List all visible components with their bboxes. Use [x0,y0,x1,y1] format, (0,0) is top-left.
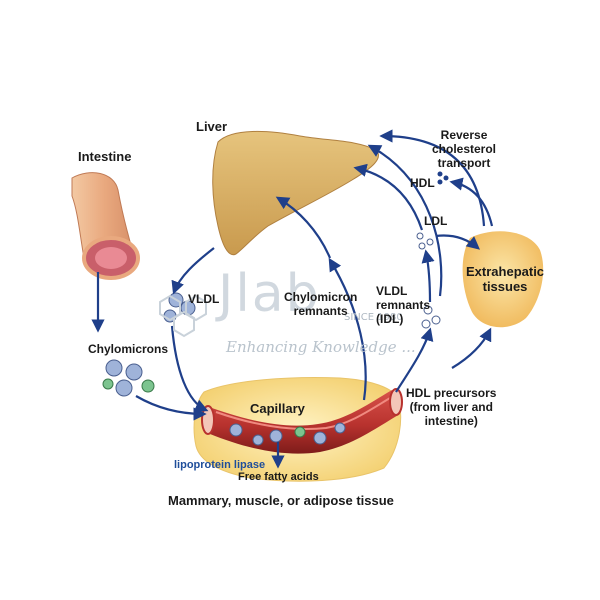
ldl-particles [416,232,434,250]
extrahepatic-tissues-label: Extrahepatic tissues [466,264,544,294]
extrahepatic-line2: tissues [482,279,528,294]
vldl-label: VLDL [188,292,220,306]
intestine-label: Intestine [78,149,132,164]
watermark-tagline: Enhancing Knowledge ... [226,338,416,356]
extrahepatic-line1: Extrahepatic [466,264,545,279]
watermark-hexagon-logo [159,294,207,338]
watermark-brand: Jlab [218,264,321,324]
reverse-line3: transport [437,156,491,170]
reverse-line2: cholesterol [432,142,497,156]
extrahepatic-tissue-blob [462,231,544,328]
hdl-precursors-line2: (from liver and [409,400,493,414]
arrow-vldl-to-capillary [170,325,209,412]
pathway-arrows [91,129,494,469]
reverse-cholesterol-transport-label: Reverse cholesterol transport [432,128,496,170]
hdl-precursors-line3: intestine) [424,414,478,428]
liver-label: Liver [196,119,228,134]
capillary-highlight [215,397,391,431]
arrow-idl-to-liver [367,144,443,297]
chylomicron-particles [102,359,155,397]
intestine-lumen [95,247,127,269]
hdl-label: HDL [410,176,435,190]
arrow-liver-to-vldl [171,247,215,295]
reverse-line1: Reverse [440,128,488,142]
arrow-hdl-to-liver [379,129,486,227]
capillary-particles [229,422,346,446]
liver-organ [212,130,379,256]
hdl-precursors-label: HDL precursors (from liver and intestine… [406,386,496,428]
lipoprotein-lipase-label: lipoprotein lipase [174,459,266,471]
capillary-end-left [201,405,215,435]
arrow-hdl-precursors-to-extrahepatic [451,327,492,369]
arrow-chylo-remnants-to-liver [275,196,332,259]
arrow-capillary-to-idl [395,327,434,393]
chylomicron-remnants-line2: remnants [293,304,348,318]
arrow-ldl-to-extrahepatic [435,234,481,250]
arrow-ldl-to-liver [353,163,424,231]
hdl-particles [437,171,449,185]
vldl-remnants-label: VLDL remnants (IDL) [376,284,430,326]
capillary-end-right [389,388,403,416]
chylomicrons-label: Chylomicrons [88,342,169,356]
chylomicron-remnants-line1: Chylomicron [284,290,358,304]
vldl-remnants-line1: VLDL [376,284,408,298]
free-fatty-acids-label: Free fatty acids [238,471,319,483]
vldl-remnants-line2: remnants [376,298,431,312]
arrow-chylomicrons-to-capillary [135,395,207,421]
ldl-label: LDL [424,214,448,228]
capillary-label: Capillary [250,401,305,416]
hdl-precursors-line1: HDL precursors [406,386,497,400]
arrow-capillary-to-chylo-remnants [328,257,367,401]
tissue-caption: Mammary, muscle, or adipose tissue [168,493,394,508]
arrow-extrahepatic-to-hdl [449,177,494,227]
arrow-idl-to-ldl [421,249,435,303]
vldl-remnants-line3: (IDL) [376,312,404,326]
chylomicron-remnants-label: Chylomicron remnants [284,290,357,318]
watermark-since: SINCE 1980 [344,312,403,323]
